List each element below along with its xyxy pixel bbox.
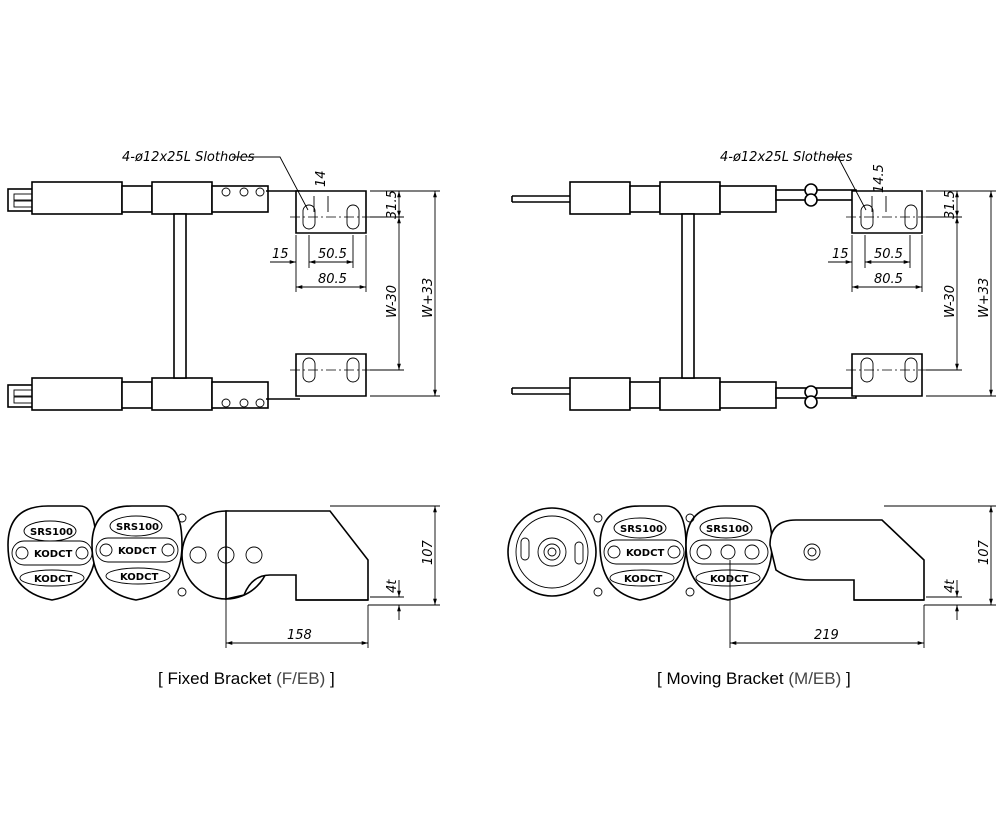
fixed-caption-open: [ — [158, 669, 163, 688]
moving-dim-15: 15 — [832, 247, 849, 262]
moving-lower-plate — [846, 353, 928, 397]
moving-slot-label: 4-ø12x25L Slotholes — [720, 150, 853, 165]
moving-slot-leader — [828, 156, 867, 211]
moving-side-link-2: SRS100 KODCT — [685, 505, 773, 601]
moving-dim-219: 219 — [814, 628, 839, 643]
moving-dim-w-plus: W+33 — [977, 278, 992, 318]
fixed-dim-14: 14 — [314, 170, 329, 187]
fixed-maker-2b: KODCT — [120, 572, 158, 583]
fixed-dim-107: 107 — [421, 539, 436, 565]
moving-side-link-1: SRS100 KODCT KODCT — [593, 505, 687, 601]
moving-brand-1: SRS100 — [620, 524, 663, 535]
moving-dim-14-5: 14.5 — [872, 164, 887, 193]
fixed-dim-31-5: 31.5 — [385, 190, 400, 219]
moving-maker-2: KODCT — [710, 574, 748, 585]
fixed-brand-2: SRS100 — [116, 522, 159, 533]
fixed-top-view: 4-ø12x25L Slotholes 14 31.5 15 50.5 80.5… — [7, 150, 440, 411]
moving-maker-1: KODCT — [626, 548, 664, 559]
fixed-dim-158: 158 — [287, 628, 312, 643]
moving-top-chain-lower — [511, 377, 857, 411]
fixed-dim-80-5: 80.5 — [318, 272, 347, 287]
fixed-dim-4t: 4t — [385, 579, 400, 593]
fixed-lower-plate — [290, 353, 372, 397]
moving-caption-code: (M/EB) — [788, 669, 842, 688]
moving-dim-107: 107 — [977, 539, 992, 565]
fixed-caption-code: (F/EB) — [276, 669, 326, 688]
fixed-bracket-caption: [ Fixed Bracket (F/EB) ] — [158, 669, 335, 689]
fixed-slot-leader — [232, 156, 309, 211]
moving-cross-bar — [681, 213, 695, 379]
moving-bracket-caption: [ Moving Bracket (M/EB) ] — [657, 669, 851, 689]
moving-dim-4t: 4t — [943, 579, 958, 593]
fixed-caption-close: ] — [329, 669, 335, 688]
fixed-dim-15: 15 — [272, 247, 289, 262]
fixed-upper-plate — [290, 190, 372, 234]
moving-caption-main: Moving Bracket — [666, 669, 784, 688]
moving-maker-1b: KODCT — [624, 574, 662, 585]
fixed-maker-1: KODCT — [34, 549, 72, 560]
fixed-slot-label: 4-ø12x25L Slotholes — [122, 150, 255, 165]
moving-upper-plate — [846, 190, 928, 234]
fixed-side-view: SRS100 KODCT KODCT SRS100 KODCT KODCT — [7, 505, 440, 648]
fixed-top-chain-upper — [7, 181, 300, 215]
moving-dim-80-5: 80.5 — [874, 272, 903, 287]
fixed-maker-2: KODCT — [118, 546, 156, 557]
moving-side-view: SRS100 KODCT KODCT SRS100 KODCT — [507, 505, 996, 648]
fixed-dim-w-minus: W-30 — [385, 285, 400, 318]
fixed-caption-main: Fixed Bracket — [167, 669, 272, 688]
moving-top-view: 4-ø12x25L Slotholes 14.5 31.5 15 50.5 80… — [511, 150, 996, 411]
moving-side-end-link — [507, 507, 597, 597]
moving-brand-2: SRS100 — [706, 524, 749, 535]
fixed-side-link-1: SRS100 KODCT KODCT — [7, 505, 97, 601]
fixed-side-bracket — [181, 510, 369, 601]
fixed-brand-1: SRS100 — [30, 527, 73, 538]
fixed-side-link-2: SRS100 KODCT KODCT — [91, 505, 187, 601]
fixed-maker-1b: KODCT — [34, 574, 72, 585]
fixed-top-chain-lower — [7, 377, 300, 411]
moving-caption-open: [ — [657, 669, 662, 688]
fixed-dim-w-plus: W+33 — [421, 278, 436, 318]
moving-dim-31-5: 31.5 — [943, 190, 958, 219]
moving-top-chain-upper — [511, 181, 857, 215]
fixed-dim-50-5: 50.5 — [318, 247, 347, 262]
fixed-cross-bar — [173, 213, 187, 379]
moving-dim-w-minus: W-30 — [943, 285, 958, 318]
moving-dim-50-5: 50.5 — [874, 247, 903, 262]
moving-caption-close: ] — [846, 669, 851, 688]
moving-side-bracket — [769, 519, 925, 601]
